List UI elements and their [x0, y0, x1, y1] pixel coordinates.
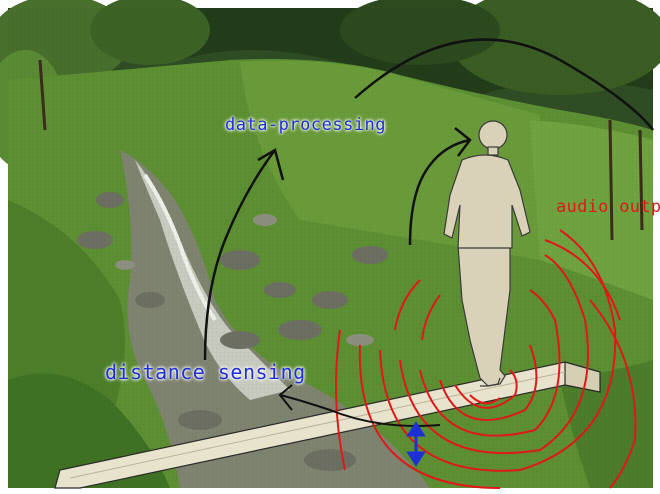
data-processing-label: data-processing: [225, 115, 386, 135]
audio-output-label: audio outp: [556, 197, 660, 217]
distance-sensing-label: distance sensing: [105, 360, 306, 384]
